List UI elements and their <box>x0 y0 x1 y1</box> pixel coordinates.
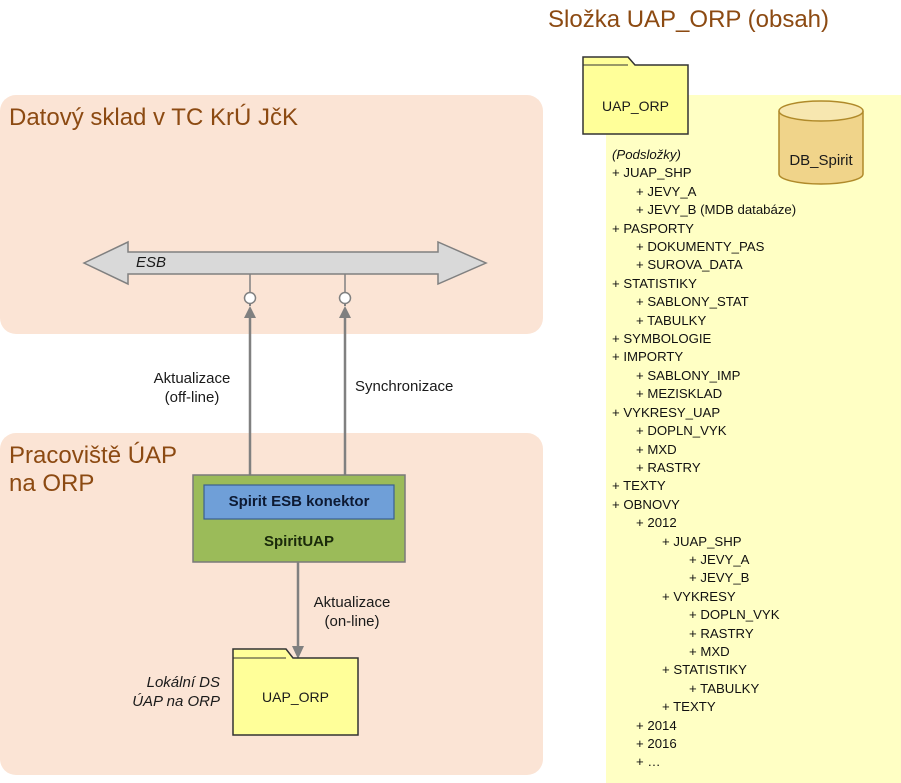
tree-item: + PASPORTY <box>612 220 694 236</box>
folder-panel-folder-label: UAP_ORP <box>602 98 669 114</box>
tree-item: + DOPLN_VYK <box>689 607 780 623</box>
tree-item: + TABULKY <box>636 312 707 328</box>
tree-item: + IMPORTY <box>612 349 684 365</box>
sync-label: Synchronizace <box>355 378 454 395</box>
tree-item: + MEZISKLAD <box>636 386 723 402</box>
spiritapp-label: SpiritUAP <box>263 533 334 550</box>
offline-update-label: Aktualizace (off-line) <box>153 370 231 406</box>
datastore-panel <box>0 95 543 334</box>
tree-item: + VYKRESY <box>662 588 736 604</box>
tree-item: + JUAP_SHP <box>662 533 742 549</box>
workplace-title: Pracoviště ÚAP na ORP <box>9 442 178 497</box>
tree-item: + JEVY_A <box>636 183 697 199</box>
online-update-arrowhead <box>292 646 304 659</box>
tree-item: + OBNOVY <box>612 496 680 512</box>
tree-item: + 2014 <box>636 717 677 733</box>
esb-bus-arrow <box>82 240 488 286</box>
tree-item: + MXD <box>636 441 677 457</box>
local-folder-label: UAP_ORP <box>262 689 329 705</box>
offline-interface-socket <box>243 291 257 305</box>
folder-tree: (Podsložky) + JUAP_SHP + JEVY_A + JEVY_B (M… <box>612 146 796 772</box>
tree-item: + VYKRESY_UAP <box>612 404 721 420</box>
tree-item: + SABLONY_IMP <box>636 367 741 383</box>
tree-item: + TABULKY <box>689 680 760 696</box>
local-ds-label: Lokální DS ÚAP na ORP <box>132 674 220 710</box>
tree-item: (Podsložky) <box>612 147 681 162</box>
db-spirit-cylinder-icon <box>778 100 864 185</box>
tree-item: + TEXTY <box>612 478 666 494</box>
esb-connector-box <box>203 484 395 520</box>
tree-item: + STATISTIKY <box>662 662 747 678</box>
tree-item: + RASTRY <box>636 459 701 475</box>
tree-item: + DOPLN_VYK <box>636 423 727 439</box>
tree-item: + JEVY_A <box>689 551 750 567</box>
db-spirit-label: DB_Spirit <box>789 152 853 169</box>
offline-update-arrowhead <box>244 306 256 318</box>
tree-item: + TEXTY <box>662 699 716 715</box>
folder-panel-title: Složka UAP_ORP (obsah) <box>548 6 830 33</box>
sync-interface-socket <box>338 291 352 305</box>
tree-item: + 2012 <box>636 515 677 531</box>
esb-label: ESB <box>136 254 167 271</box>
esb-connector-label: Spirit ESB konektor <box>228 493 370 510</box>
online-update-label: Aktualizace (on-line) <box>313 594 391 630</box>
folder-contents-panel <box>606 95 901 783</box>
tree-item: + JEVY_B (MDB databáze) <box>636 202 797 218</box>
tree-item: + JEVY_B <box>689 570 750 586</box>
sync-arrowhead <box>339 306 351 318</box>
local-folder-icon <box>232 648 359 736</box>
tree-item: + MXD <box>689 643 730 659</box>
tree-item: + DOKUMENTY_PAS <box>636 239 765 255</box>
tree-item: + 2016 <box>636 736 677 751</box>
tree-item: + JUAP_SHP <box>612 165 692 181</box>
tree-item: + RASTRY <box>689 625 754 641</box>
tree-item: + STATISTIKY <box>612 275 697 291</box>
tree-item: + SABLONY_STAT <box>636 294 749 310</box>
datastore-title: Datový sklad v TC KrÚ JčK <box>9 104 298 131</box>
tree-item: + SYMBOLOGIE <box>612 331 712 347</box>
tree-item: + … <box>636 754 661 770</box>
tree-item: + SUROVA_DATA <box>636 257 743 273</box>
folder-panel-folder-icon <box>582 56 689 135</box>
